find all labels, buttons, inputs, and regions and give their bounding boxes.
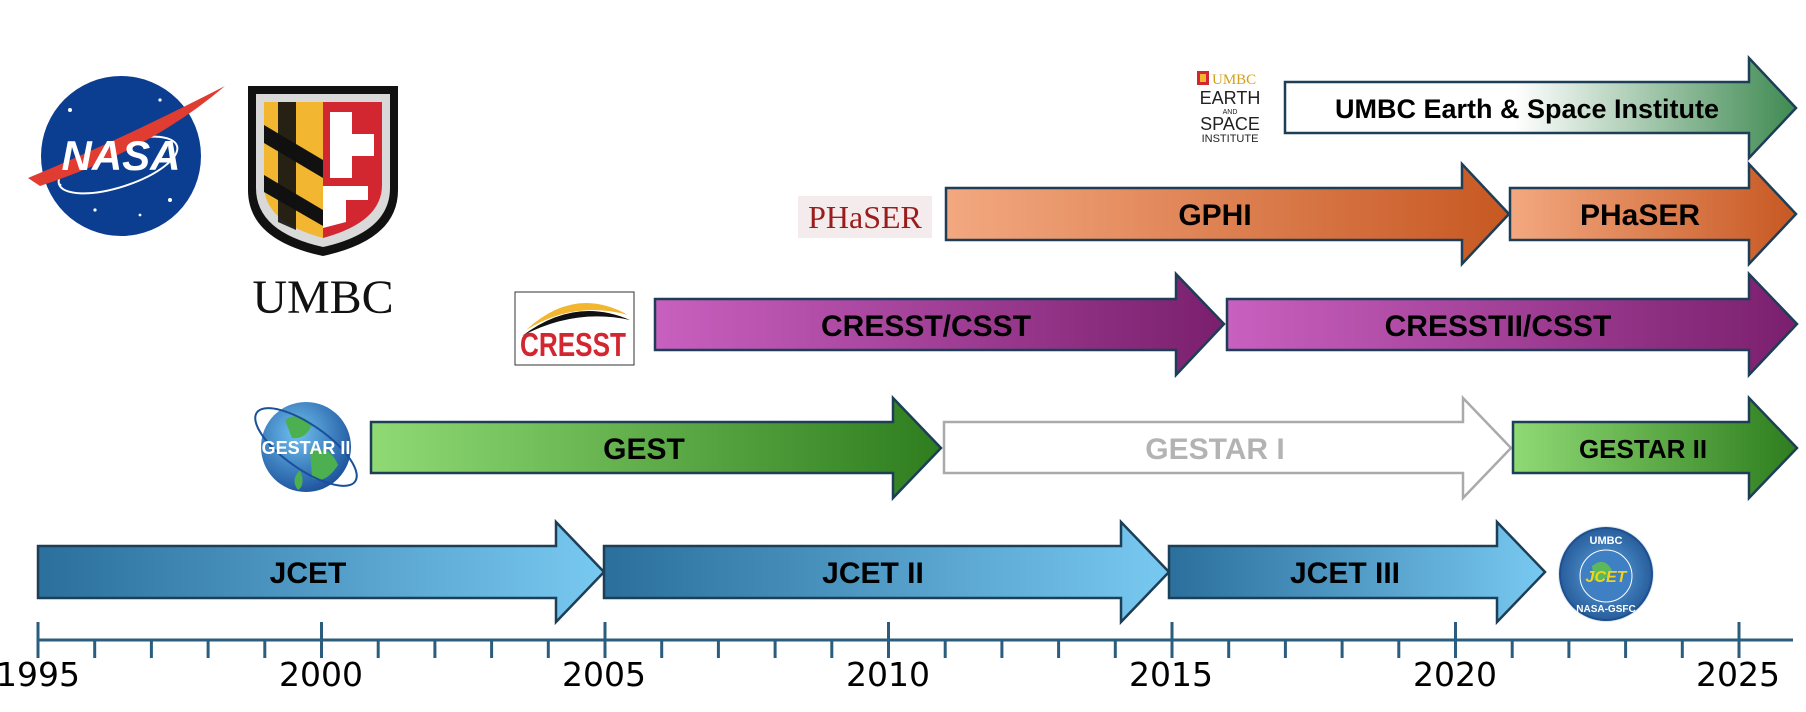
jcet-seal-top-text: UMBC (1590, 535, 1623, 547)
nasa-wordmark: NASA (61, 132, 180, 179)
bar-label-gphi: GPHI (1178, 199, 1251, 232)
esi-umbc-text: UMBC (1212, 72, 1256, 88)
year-label-2025: 2025 (1696, 655, 1780, 694)
esi-space-text: SPACE (1200, 114, 1260, 134)
year-label-1995: 1995 (0, 655, 80, 694)
bar-label-cresst-csst: CRESST/CSST (821, 310, 1031, 343)
bar-phaser: PHaSER (1508, 160, 1798, 268)
cresst-wordmark: CRESST (520, 326, 626, 363)
bar-label-gest: GEST (603, 433, 685, 466)
esi-institute-text: INSTITUTE (1202, 133, 1259, 145)
nasa-logo: NASA (28, 76, 225, 236)
bar-cresstii-csst: CRESSTII/CSST (1225, 270, 1799, 379)
year-label-2020: 2020 (1413, 655, 1497, 694)
umbc-logo: UMBC (248, 86, 398, 324)
umbc-earth-space-logo: UMBC EARTH AND SPACE INSTITUTE (1197, 71, 1260, 145)
bar-gphi: GPHI (944, 160, 1511, 268)
bar-label-gestar-ii: GESTAR II (1579, 434, 1707, 464)
bar-label-jcet-iii: JCET III (1290, 557, 1400, 590)
phaser-wordmark: PHaSER (808, 199, 922, 235)
bar-gest: GEST (369, 394, 943, 502)
esi-and-text: AND (1223, 109, 1238, 116)
bar-label-cresstii-csst: CRESSTII/CSST (1385, 310, 1612, 343)
jcet-seal-bottom-text: NASA-GSFC (1576, 604, 1635, 615)
earth-space-institute-logo: UMBC EARTH AND SPACE INSTITUTE (1197, 71, 1260, 145)
year-label-2005: 2005 (562, 655, 646, 694)
gestar-logo: GESTAR II (254, 402, 358, 492)
year-label-2015: 2015 (1129, 655, 1213, 694)
bar-cresst-csst: CRESST/CSST (653, 270, 1226, 379)
bar-jcet: JCET (36, 518, 606, 626)
gestar-logo-text: GESTAR II (262, 438, 351, 458)
umbc-shield-icon (248, 86, 398, 256)
bar-umbc-earth-space-institute: UMBC Earth & Space Institute (1283, 54, 1798, 162)
bar-label-jcet-ii: JCET II (822, 557, 924, 590)
axis-year-labels: 1995 2000 2005 2010 2015 2020 2025 (0, 655, 1780, 694)
jcet-seal-icon (1558, 526, 1654, 622)
bar-label-gestar-i: GESTAR I (1145, 433, 1284, 466)
gestar-globe-icon (254, 402, 358, 492)
cresst-logo: CRESST (514, 291, 635, 366)
umbc-wordmark: UMBC (252, 271, 393, 324)
year-label-2000: 2000 (279, 655, 363, 694)
nasa-meatball-icon (28, 76, 225, 236)
phaser-logo: PHaSER (798, 196, 932, 238)
esi-earth-text: EARTH (1200, 88, 1261, 108)
jcet-seal-center-text: JCET (1586, 569, 1628, 586)
bar-jcet-ii: JCET II (602, 518, 1171, 626)
bar-label-phaser: PHaSER (1580, 199, 1700, 232)
bar-gestar-i: GESTAR I (942, 394, 1513, 502)
jcet-seal: UMBC JCET NASA-GSFC (1558, 526, 1654, 622)
bar-label-umbc-esi: UMBC Earth & Space Institute (1335, 94, 1719, 124)
bar-gestar-ii: GESTAR II (1511, 394, 1799, 502)
timeline-axis: 1995 2000 2005 2010 2015 2020 2025 (0, 622, 1793, 694)
year-label-2010: 2010 (846, 655, 930, 694)
bar-label-jcet: JCET (270, 557, 347, 590)
axis-ticks (36, 622, 1741, 658)
bar-jcet-iii: JCET III (1167, 518, 1547, 626)
